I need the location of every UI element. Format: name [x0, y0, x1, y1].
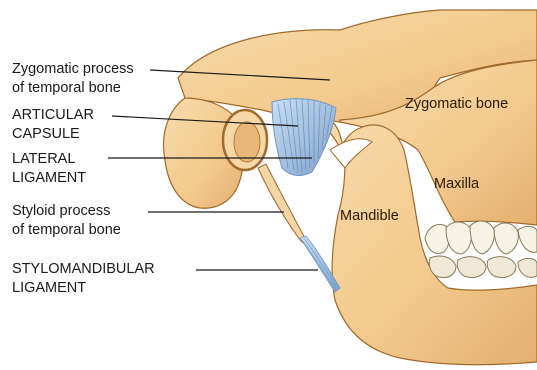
label-styloid-process: Styloid process of temporal bone: [12, 202, 121, 240]
label-lateral-ligament: LATERAL LIGAMENT: [12, 150, 86, 188]
label-stylomandibular-ligament-line2: LIGAMENT: [12, 279, 155, 298]
label-articular-capsule: ARTICULAR CAPSULE: [12, 106, 94, 144]
label-articular-capsule-line1: ARTICULAR: [12, 106, 94, 125]
label-stylomandibular-ligament-line1: STYLOMANDIBULAR: [12, 260, 155, 279]
label-stylomandibular-ligament: STYLOMANDIBULAR LIGAMENT: [12, 260, 155, 298]
label-zygomatic-process-line2: of temporal bone: [12, 79, 134, 98]
label-styloid-process-line1: Styloid process: [12, 202, 121, 221]
label-lateral-ligament-line2: LIGAMENT: [12, 169, 86, 188]
label-styloid-process-line2: of temporal bone: [12, 221, 121, 240]
label-zygomatic-bone: Zygomatic bone: [405, 96, 508, 112]
label-maxilla: Maxilla: [434, 176, 479, 192]
teeth: [425, 221, 537, 277]
label-zygomatic-process: Zygomatic process of temporal bone: [12, 60, 134, 98]
label-zygomatic-process-line1: Zygomatic process: [12, 60, 134, 79]
label-articular-capsule-line2: CAPSULE: [12, 125, 94, 144]
label-mandible: Mandible: [340, 208, 399, 224]
label-lateral-ligament-line1: LATERAL: [12, 150, 86, 169]
